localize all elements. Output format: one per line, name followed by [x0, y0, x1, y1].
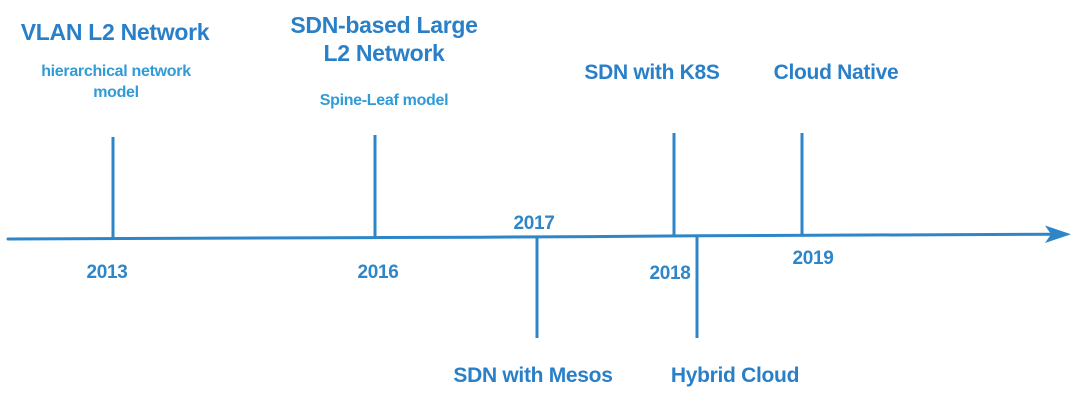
- event-title-cloud-native: Cloud Native: [773, 61, 899, 84]
- year-label-2013: 2013: [86, 262, 128, 283]
- event-subtitle-spine-leaf-model: Spine-Leaf model: [319, 92, 449, 109]
- axis-line: [6, 232, 1054, 241]
- event-title-sdn-with-mesos: SDN with Mesos: [453, 364, 613, 387]
- event-title-sdn-with-k8s: SDN with K8S: [584, 61, 720, 84]
- year-label-2017: 2017: [513, 213, 555, 234]
- event-title-hybrid-cloud: Hybrid Cloud: [670, 364, 800, 387]
- event-subtitle-hierarchical-network-model: hierarchical network model: [41, 63, 191, 102]
- arrowhead-icon: [1045, 225, 1071, 243]
- year-label-2019: 2019: [792, 248, 834, 269]
- event-title-vlan-l2-network: VLAN L2 Network: [20, 19, 210, 45]
- year-label-2016: 2016: [357, 262, 399, 283]
- event-title-sdn-based-large-l2-network: SDN-based Large L2 Network: [290, 12, 478, 66]
- year-label-2018: 2018: [649, 263, 691, 284]
